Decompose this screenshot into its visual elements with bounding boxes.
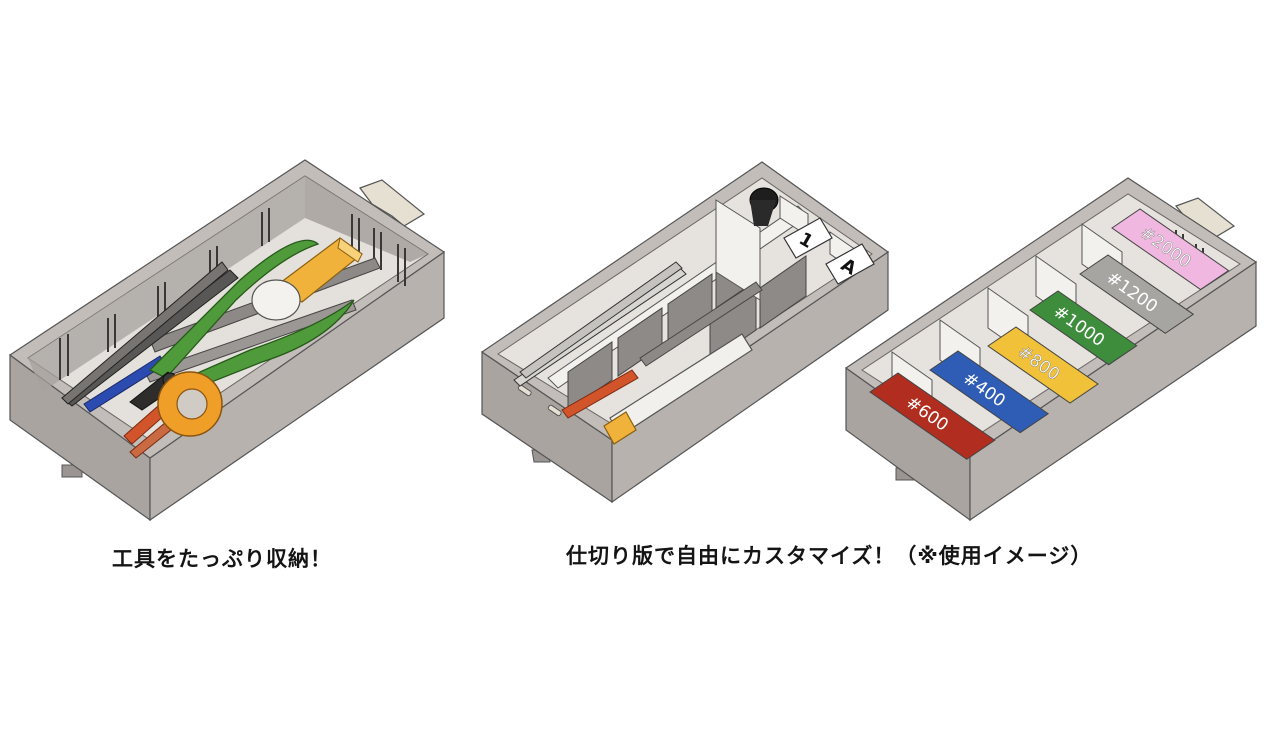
sandpaper-strip <box>1029 290 1138 366</box>
caption-right: 仕切り版で自由にカスタマイズ！（※使用イメージ） <box>566 544 1093 568</box>
tool-box-dividers: 1 A <box>480 161 890 504</box>
sandpaper-strip <box>987 326 1099 404</box>
tool-box-sandpaper: #600#400#800#1000#1200#2000 <box>844 177 1258 522</box>
sandpaper-strip <box>869 372 996 460</box>
box2-label-card-1 <box>783 217 833 259</box>
sandpaper-strip <box>1111 208 1230 291</box>
sandpaper-strip <box>929 350 1050 434</box>
tool-box-filled <box>8 159 446 522</box>
box1-right-inner-wall <box>305 176 428 262</box>
sandpaper-strips: #600#400#800#1000#1200#2000 <box>869 208 1230 460</box>
caption-left: 工具をたっぷり収納！ <box>112 547 332 571</box>
box1-back-inner-wall <box>28 176 305 392</box>
sandpaper-strip <box>1079 254 1195 334</box>
box2-label-card-a <box>825 243 875 285</box>
